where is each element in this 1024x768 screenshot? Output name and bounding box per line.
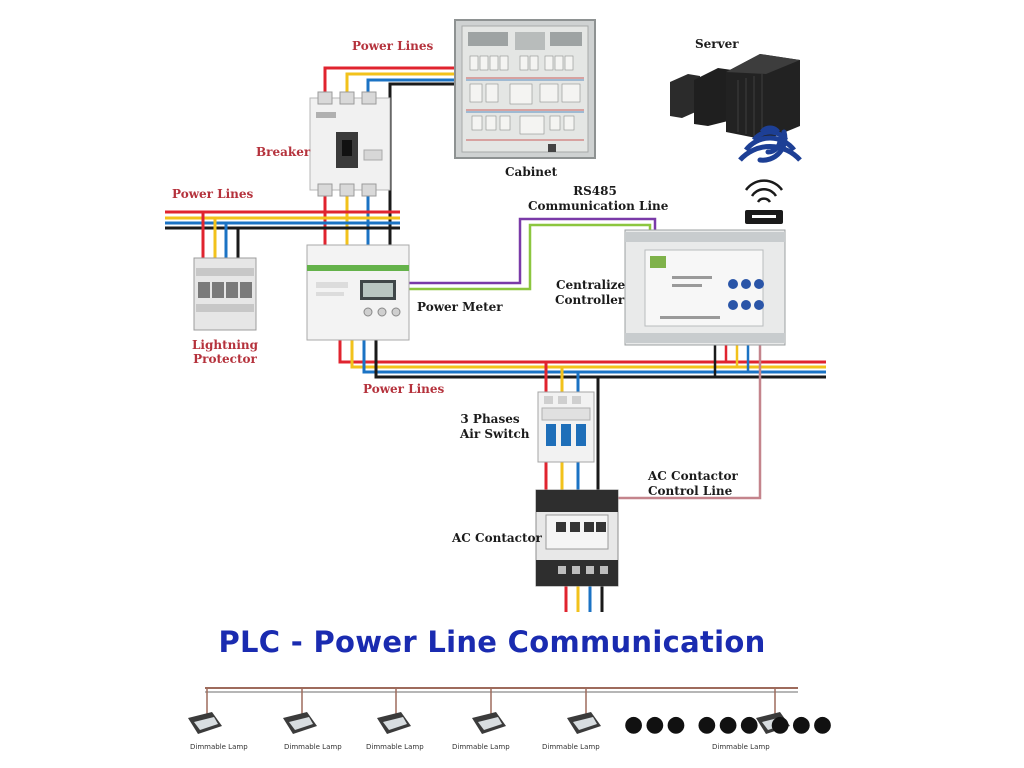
lamp-4-icon [472, 712, 506, 734]
air-switch-drops [544, 362, 600, 495]
air-switch [537, 391, 595, 463]
lamp-label-1: Dimmable Lamp [190, 743, 248, 751]
lamp-6-icon [756, 712, 790, 734]
wifi-module-icon [744, 179, 784, 224]
wifi-signal-icon [738, 125, 802, 162]
label-power-lines-left: Power Lines [172, 187, 254, 201]
lightning-protector [193, 257, 257, 331]
bottom-power-lines [338, 340, 826, 379]
lamp-2-icon [283, 712, 317, 734]
lamp-label-2: Dimmable Lamp [284, 743, 342, 751]
rs485-line [400, 217, 657, 291]
label-power-meter: Power Meter [417, 300, 503, 314]
left-power-lines [165, 210, 400, 230]
centralize-controller [624, 229, 786, 346]
page-title: PLC - Power Line Communication [218, 625, 766, 659]
lamp-label-3: Dimmable Lamp [366, 743, 424, 751]
label-power-lines-top: Power Lines [352, 39, 434, 53]
label-communication-line: Communication Line [528, 199, 669, 213]
label-3-phases: 3 Phases [460, 412, 520, 426]
lamp-label-6: Dimmable Lamp [712, 743, 770, 751]
contactor-outputs [564, 585, 604, 612]
ac-contactor [535, 489, 619, 587]
breaker [309, 91, 391, 197]
lamp-5-icon [567, 712, 601, 734]
continuation-dots: ●●● ●●● ●●● [624, 712, 835, 737]
plc-lamp-bus [205, 687, 798, 716]
label-centralize: Centralize [556, 278, 626, 292]
switch-to-contactor [544, 460, 580, 492]
label-air-switch: Air Switch [460, 427, 530, 441]
power-meter [306, 244, 410, 341]
label-cabinet: Cabinet [505, 165, 558, 179]
lamp-label-4: Dimmable Lamp [452, 743, 510, 751]
controller-drops [713, 342, 750, 377]
label-protector: Protector [193, 352, 257, 366]
label-server: Server [695, 37, 739, 51]
label-rs485: RS485 [573, 184, 617, 198]
label-lightning: Lightning [191, 338, 259, 352]
server-rack [670, 54, 800, 140]
lamp-icons [188, 712, 790, 734]
protector-drops [201, 212, 240, 262]
label-ac-contactor-control: AC Contactor [648, 469, 738, 483]
label-ac-contactor: AC Contactor [452, 531, 542, 545]
label-controller: Controller [555, 293, 625, 307]
lamp-label-5: Dimmable Lamp [542, 743, 600, 751]
lamp-1-icon [188, 712, 222, 734]
lamp-3-icon [377, 712, 411, 734]
label-breaker: Breaker [256, 145, 311, 159]
cabinet [454, 19, 596, 159]
contactor-control-line [610, 342, 762, 500]
label-power-lines-bottom: Power Lines [363, 382, 445, 396]
label-control-line: Control Line [648, 484, 733, 498]
